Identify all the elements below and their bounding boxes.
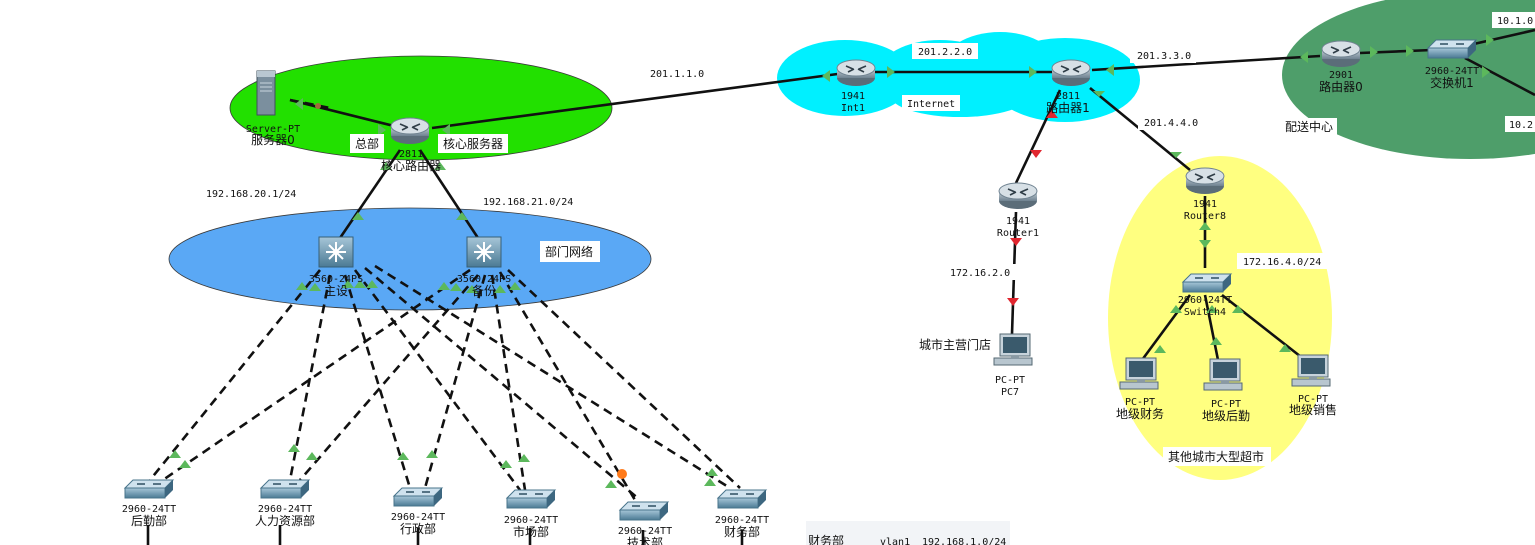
- main-sw-name: 主设: [324, 284, 348, 298]
- lan-192-20: 192.168.20.1/24: [206, 189, 296, 200]
- switch-icon[interactable]: [1182, 273, 1232, 293]
- label-internet: Internet: [907, 99, 955, 110]
- net-201-3: 201.3.3.0: [1137, 51, 1191, 62]
- router-icon[interactable]: [998, 182, 1038, 210]
- pc7-model: PC-PT: [995, 375, 1025, 386]
- dashed-links: [148, 98, 741, 501]
- switch-icon[interactable]: [1427, 39, 1477, 59]
- sw-admin-model: 2960-24TT: [391, 512, 445, 523]
- pc-logistics-model: PC-PT: [1211, 399, 1241, 410]
- int1-model: 1941: [841, 91, 865, 102]
- router1-name: Router1: [997, 228, 1039, 239]
- int1-name: Int1: [841, 103, 865, 114]
- switch-icon[interactable]: [393, 487, 443, 507]
- server0-name: 服务器0: [251, 132, 295, 147]
- pc-sales-model: PC-PT: [1298, 394, 1328, 405]
- router1-model: 1941: [1006, 216, 1030, 227]
- pc-logistics-name: 地级后勤: [1202, 409, 1250, 423]
- pc-sales-name: 地级销售: [1289, 402, 1337, 417]
- sw-market-name: 市场部: [513, 524, 549, 539]
- lan-10-1: 10.1.0.: [1497, 16, 1535, 27]
- pc7-name: PC7: [1001, 387, 1019, 398]
- pc-icon[interactable]: [1119, 357, 1159, 390]
- label-core-servers: 核心服务器: [443, 136, 503, 151]
- switch-icon[interactable]: [506, 489, 556, 509]
- multilayer-switch-icon[interactable]: [466, 236, 502, 268]
- label-dept-network: 部门网络: [545, 244, 593, 259]
- dept-zone: [168, 207, 652, 311]
- router-icon[interactable]: [390, 117, 430, 145]
- sw-tech-name: 技术部: [627, 535, 663, 545]
- router8-model: 1941: [1193, 199, 1217, 210]
- net-201-4: 201.4.4.0: [1144, 118, 1198, 129]
- lan-192-21: 192.168.21.0/24: [483, 197, 573, 208]
- net-201-2: 201.2.2.0: [918, 47, 972, 58]
- lan-10-2: 10.2: [1509, 120, 1533, 131]
- router8-name: Router8: [1184, 211, 1226, 222]
- sw-admin-name: 行政部: [400, 521, 436, 536]
- switch-icon[interactable]: [619, 501, 669, 521]
- router-icon[interactable]: [1321, 40, 1361, 68]
- router-icon[interactable]: [1051, 59, 1091, 87]
- pc-finance-model: PC-PT: [1125, 397, 1155, 408]
- switch1-name: 交换机1: [1430, 75, 1474, 90]
- lan-172-16-4: 172.16.4.0/24: [1243, 257, 1321, 268]
- core-router-model: 2811: [399, 149, 423, 160]
- sw-finance-model: 2960-24TT: [715, 515, 769, 526]
- lan-172-16-2: 172.16.2.0: [950, 268, 1010, 279]
- pc-icon[interactable]: [1203, 358, 1243, 391]
- label-other-city: 其他城市大型超市: [1168, 449, 1264, 464]
- vlan-note: 财务部 vlan1 192.168.1.0/24: [806, 521, 1010, 545]
- network-labels: 201.1.1.0 201.2.2.0 201.3.3.0 201.4.4.0 …: [200, 12, 1535, 466]
- net-201-1: 201.1.1.0: [650, 69, 704, 80]
- router-icon[interactable]: [1185, 167, 1225, 195]
- router1-isp-model: 2811: [1056, 91, 1080, 102]
- server0-model: Server-PT: [246, 124, 300, 135]
- note-vlan: vlan1: [880, 537, 910, 545]
- switch4-name: Switch4: [1184, 307, 1226, 318]
- label-hq: 总部: [355, 136, 379, 151]
- backup-sw-name: 备份: [472, 284, 496, 298]
- sw-hr-name: 人力资源部: [255, 513, 315, 528]
- other-city-zone: [1108, 156, 1332, 480]
- label-city-store: 城市主营门店: [919, 337, 991, 352]
- sw-logistics-name: 后勤部: [131, 513, 167, 528]
- backup-sw-model: 3560-24PS: [457, 274, 511, 285]
- router1-isp-name: 路由器1: [1046, 100, 1090, 115]
- pc-finance-name: 地级财务: [1116, 406, 1164, 421]
- router-icon[interactable]: [836, 59, 876, 87]
- sw-logistics-model: 2960-24TT: [122, 504, 176, 515]
- core-router-name: 核心路由器: [381, 158, 441, 173]
- sw-market-model: 2960-24TT: [504, 515, 558, 526]
- note-dept: 财务部: [808, 533, 844, 545]
- switch-icon[interactable]: [717, 489, 767, 509]
- hq-zone: [229, 55, 613, 161]
- sw-tech-model: 2960-24TT: [618, 526, 672, 537]
- pc-icon[interactable]: [993, 333, 1033, 366]
- note-ip: 192.168.1.0/24: [922, 537, 1006, 545]
- switch-icon[interactable]: [124, 479, 174, 499]
- switch1-model: 2960-24TT: [1425, 66, 1479, 77]
- device-labels: Server-PT 服务器0 2811 核心路由器 3560-24PS 主设 3…: [122, 66, 1479, 545]
- link-indicators: [169, 34, 1494, 488]
- multilayer-switch-icon[interactable]: [318, 236, 354, 268]
- router0-name: 路由器0: [1319, 79, 1363, 94]
- sw-finance-name: 财务部: [724, 524, 760, 539]
- switch-icon[interactable]: [260, 479, 310, 499]
- pc-icon[interactable]: [1291, 354, 1331, 387]
- router0-model: 2901: [1329, 70, 1353, 81]
- switch4-model: 2960-24TT: [1178, 295, 1232, 306]
- main-sw-model: 3560-24PS: [309, 274, 363, 285]
- server-icon[interactable]: [256, 70, 276, 116]
- sw-hr-model: 2960-24TT: [258, 504, 312, 515]
- label-distribution: 配送中心: [1285, 119, 1333, 134]
